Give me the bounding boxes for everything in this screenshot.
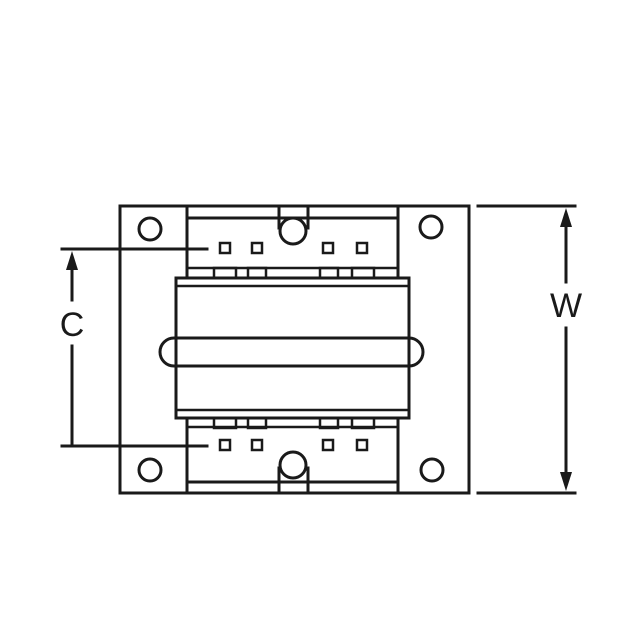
dimension-c: C xyxy=(60,247,209,448)
bottom-terminal-pins xyxy=(218,438,369,452)
dimension-w-arrowhead-top xyxy=(560,208,572,227)
mounting-hole-top-right xyxy=(418,214,444,240)
mounting-hole-bottom-right xyxy=(419,457,445,483)
dimension-w-arrowhead-bottom xyxy=(560,472,572,491)
center-band xyxy=(158,336,425,368)
dimension-c-arrowhead xyxy=(66,251,78,270)
bottom-rivet xyxy=(277,450,310,495)
mounting-hole-bottom-left xyxy=(137,457,163,483)
top-terminal-pins xyxy=(218,241,369,255)
top-rivet xyxy=(277,204,310,246)
mounting-hole-top-left xyxy=(137,216,163,242)
dimension-c-label: C xyxy=(60,306,85,344)
dimension-w: W xyxy=(476,204,582,495)
dimension-w-label: W xyxy=(550,287,582,325)
